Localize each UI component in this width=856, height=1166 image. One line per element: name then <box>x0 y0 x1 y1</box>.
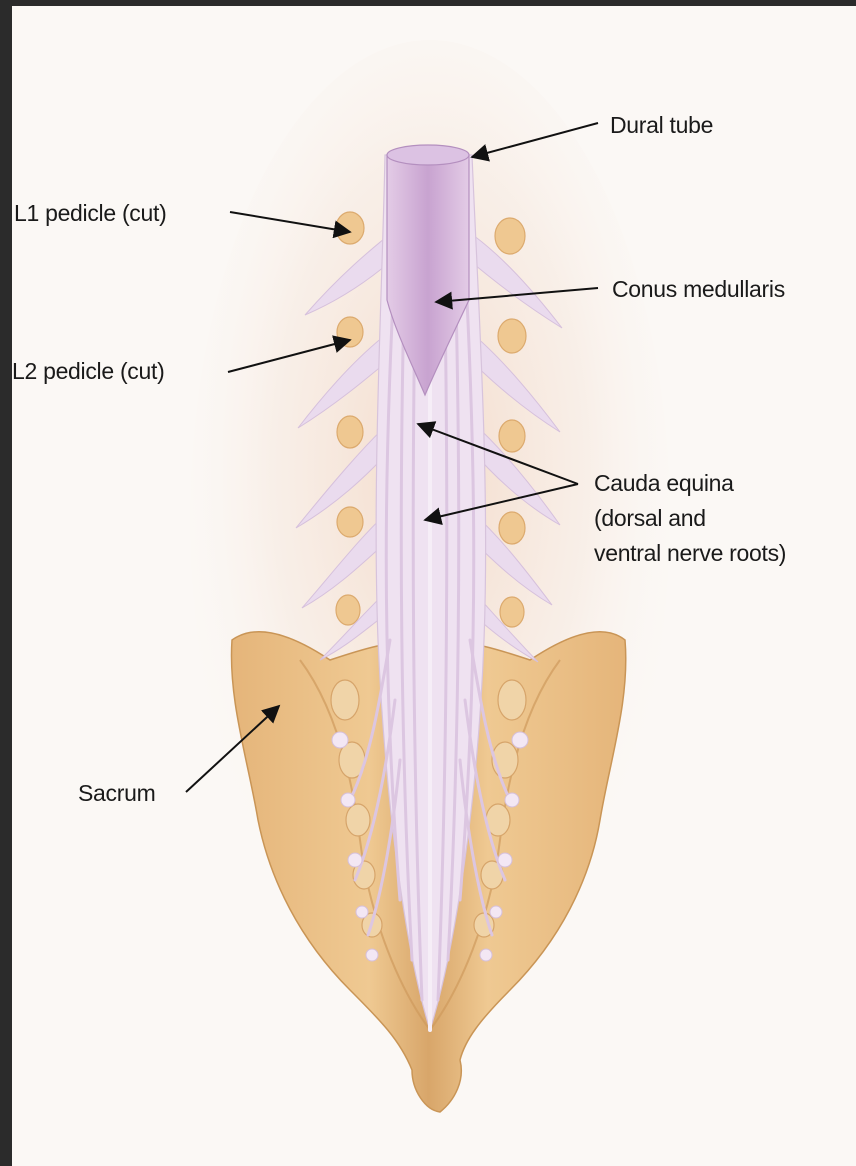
label-sacrum: Sacrum <box>78 780 155 807</box>
label-conus-medullaris: Conus medullaris <box>612 276 785 303</box>
label-cauda-equina-line3: ventral nerve roots) <box>594 540 786 567</box>
label-cauda-equina-line1: Cauda equina <box>594 470 734 497</box>
label-dural-tube: Dural tube <box>610 112 713 139</box>
label-l1-pedicle: L1 pedicle (cut) <box>14 200 166 227</box>
label-l2-pedicle: L2 pedicle (cut) <box>12 358 164 385</box>
label-cauda-equina-line2: (dorsal and <box>594 505 706 532</box>
